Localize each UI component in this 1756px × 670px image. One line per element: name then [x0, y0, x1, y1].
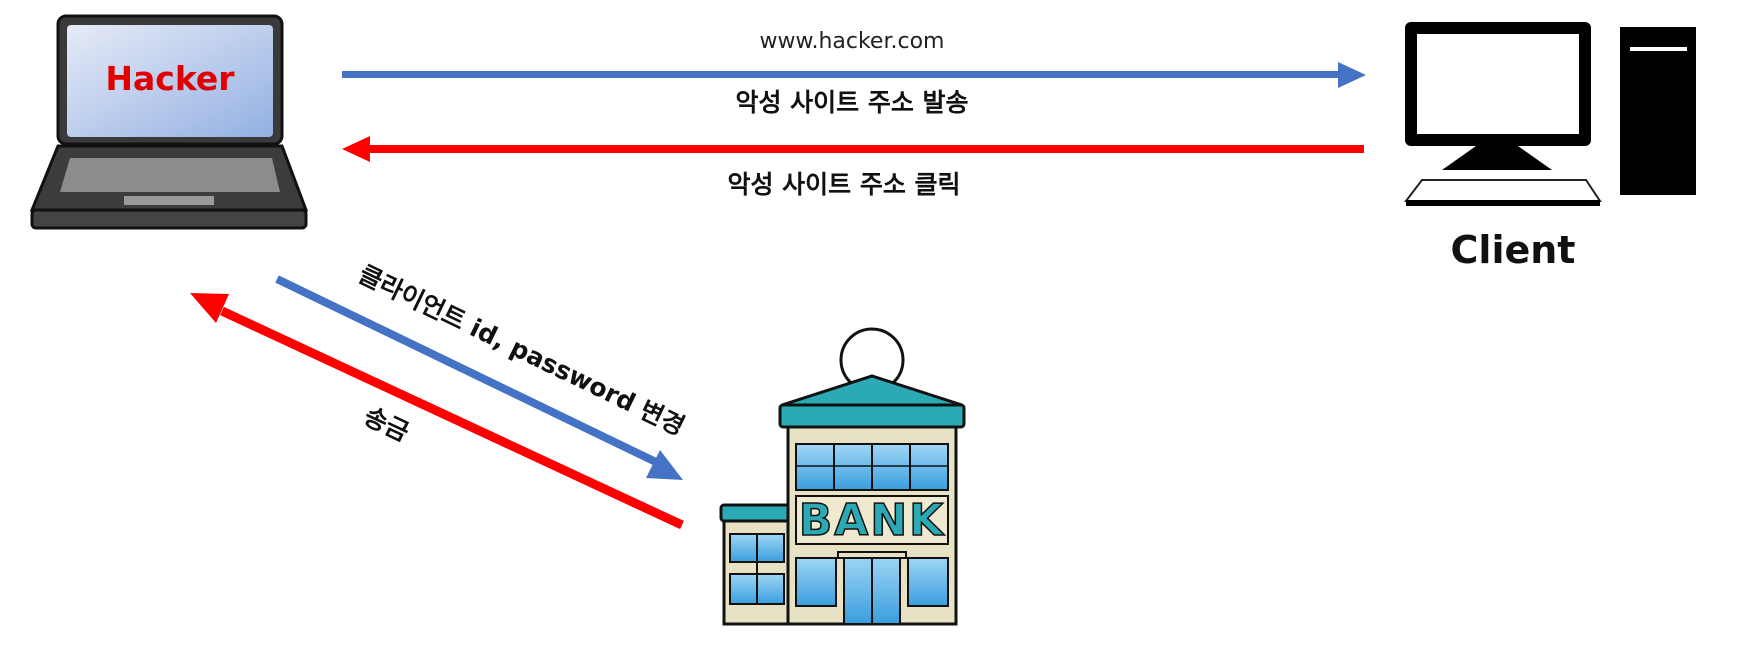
transfer-label: 송금 — [360, 401, 414, 447]
bank-building-icon — [719, 327, 966, 626]
bank-sign-label: BANK — [799, 495, 946, 546]
send-malicious-url-label: 악성 사이트 주소 발송 — [735, 88, 968, 117]
hacker-to-bank-arrow — [275, 275, 683, 480]
client-to-hacker-arrow — [342, 136, 1364, 162]
hacker-to-client-arrow — [342, 62, 1366, 88]
click-malicious-url-label: 악성 사이트 주소 클릭 — [727, 170, 960, 199]
client-label: Client — [1451, 228, 1576, 272]
hacker-laptop-icon — [29, 14, 309, 230]
change-credentials-label: 클라이언트 id, password 변경 — [354, 259, 689, 441]
client-computer-icon — [1403, 22, 1696, 206]
hacker-url-label: www.hacker.com — [760, 29, 945, 54]
hacker-label: Hacker — [105, 59, 235, 98]
bank-to-hacker-arrow — [190, 293, 684, 530]
